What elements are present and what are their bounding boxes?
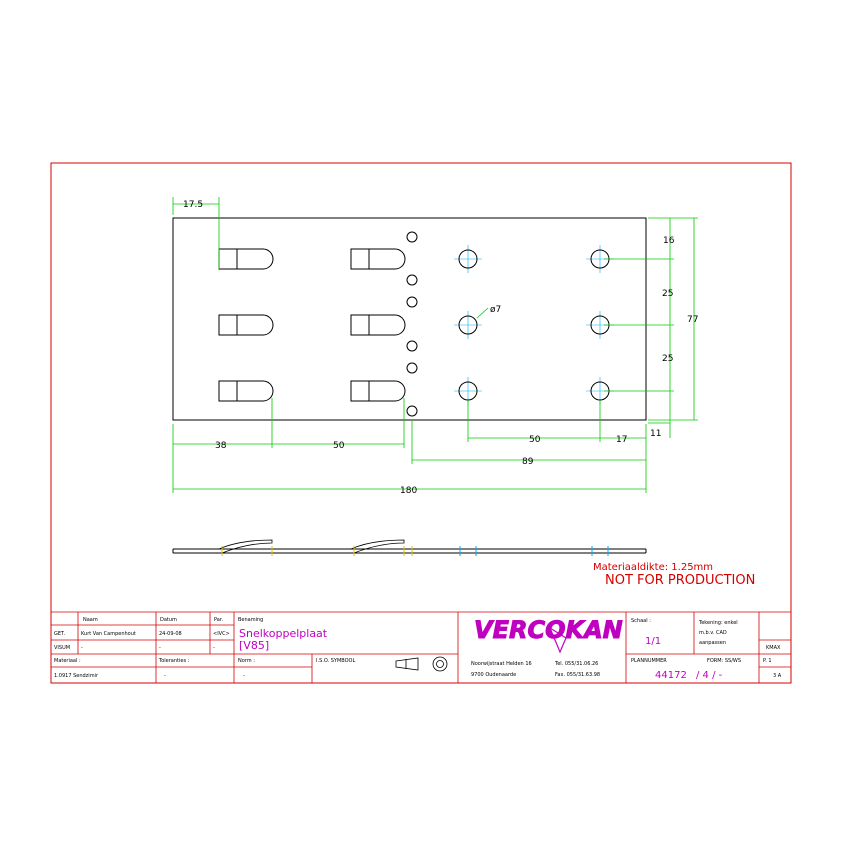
svg-text:89: 89: [522, 457, 534, 467]
tb-address-line2: 9700 Oudenaarde: [471, 672, 516, 678]
tb-kmax: KMAX: [766, 645, 781, 651]
tb-formaat-label: FORM: SS/WS: [707, 658, 741, 664]
tb-iso-label: I.S.O. SYMBOOL: [316, 658, 355, 664]
tb-header-datum: Datum: [160, 617, 177, 623]
tb-get-par: <IVC>: [213, 631, 230, 637]
title-block: [51, 611, 791, 683]
tb-toleranties-value: -: [164, 673, 166, 679]
svg-text:50: 50: [529, 435, 541, 445]
svg-text:17: 17: [616, 435, 627, 445]
svg-text:77: 77: [687, 315, 698, 325]
dim-50-right: 50: [467, 400, 601, 445]
sheet-frame: [50, 162, 792, 684]
tb-visum-naam: -: [81, 645, 83, 651]
small-hole: [406, 362, 418, 374]
side-view: [172, 539, 647, 556]
svg-text:180: 180: [400, 486, 417, 496]
svg-text:16: 16: [663, 236, 675, 246]
vercokan-logo: VERCOKAN: [474, 616, 623, 654]
tb-tekening-2: m.b.v. CAD: [699, 630, 727, 636]
slot: [350, 248, 406, 270]
tb-fax: Fax. 055/31.63.98: [555, 672, 600, 678]
slot: [350, 314, 406, 336]
tb-norm-label: Norm :: [238, 658, 255, 664]
tb-get-naam: Kurt Van Campenhout: [81, 631, 136, 637]
dim-25-lower: 25: [604, 325, 674, 392]
slot-group: [218, 248, 406, 402]
slot: [218, 314, 274, 336]
tb-visum-label: VISUM: [54, 645, 70, 651]
small-hole: [406, 231, 418, 243]
plate-outline: [172, 217, 647, 421]
dim-17-5: 17.5: [172, 197, 220, 270]
tb-header-benaming: Benaming: [238, 617, 263, 623]
dim-77: 77: [648, 218, 698, 421]
tb-blad-value: 3 A: [773, 673, 782, 679]
main-hole-group: [454, 245, 614, 405]
slot: [350, 380, 406, 402]
mounting-hole: [458, 315, 478, 335]
tb-header-naam: Naam: [83, 617, 98, 623]
svg-text:VERCOKAN: VERCOKAN: [474, 616, 623, 644]
dim-16: 16: [604, 217, 698, 260]
small-hole: [406, 274, 418, 286]
slot: [218, 248, 274, 270]
dim-180: 180: [173, 486, 646, 496]
tb-visum-datum: -: [159, 645, 161, 651]
dim-25-upper: 25: [604, 259, 674, 326]
hole-callout-leader: [476, 307, 489, 319]
dim-38: 38: [172, 398, 273, 493]
svg-text:38: 38: [215, 441, 227, 451]
slot: [218, 380, 274, 402]
tb-get-label: GET.: [54, 631, 65, 637]
small-hole: [406, 405, 418, 417]
tb-benaming-line1: Snelkoppelplaat: [239, 627, 328, 640]
small-hole-group: [406, 231, 418, 417]
tb-get-datum: 24-09-08: [159, 631, 182, 637]
svg-text:25: 25: [662, 354, 673, 364]
svg-text:11: 11: [650, 429, 661, 439]
mounting-hole: [458, 249, 478, 269]
svg-text:25: 25: [662, 289, 673, 299]
not-for-production-note: NOT FOR PRODUCTION: [605, 573, 755, 588]
svg-text:17.5: 17.5: [183, 200, 203, 210]
tb-visum-par: -: [213, 645, 215, 651]
small-hole: [406, 340, 418, 352]
tb-header-par: Par.: [214, 617, 223, 623]
tb-tel: Tel. 055/31.06.26: [554, 661, 598, 667]
dim-50-left: 50: [272, 398, 405, 451]
tb-address-line1: Noorwijstraat Helden 16: [471, 661, 532, 667]
dim-hole-diameter: ø7: [490, 305, 501, 315]
tb-plannummer-value: 44172: [655, 670, 687, 681]
tb-blad-label: P. 1: [763, 658, 772, 664]
dim-11: 11: [648, 391, 671, 439]
tb-norm-value: -: [243, 673, 245, 679]
tb-materiaal-value: 1.0917 Sendzimir: [54, 673, 99, 679]
dim-17: 17: [600, 424, 647, 493]
small-hole: [406, 296, 418, 308]
tb-plannummer-label: PLANNUMMER: [631, 658, 667, 664]
tb-benaming-line2: [V85]: [239, 639, 269, 652]
iso-projection-symbol: [395, 656, 448, 672]
tb-tekening-3: aanpassen: [699, 640, 726, 646]
tb-tekening-1: Tekening: enkel: [698, 620, 738, 626]
tb-schaal-label: Schaal :: [631, 618, 651, 624]
tb-materiaal-label: Materiaal :: [54, 658, 81, 664]
material-thickness-note: Materiaaldikte: 1.25mm: [593, 562, 713, 573]
svg-text:50: 50: [333, 441, 345, 451]
tb-plannummer-rest: / 4 / -: [696, 670, 723, 681]
tb-toleranties-label: Toleranties :: [158, 658, 190, 664]
dim-89: 89: [411, 420, 646, 467]
tb-schaal-value: 1/1: [645, 636, 661, 647]
